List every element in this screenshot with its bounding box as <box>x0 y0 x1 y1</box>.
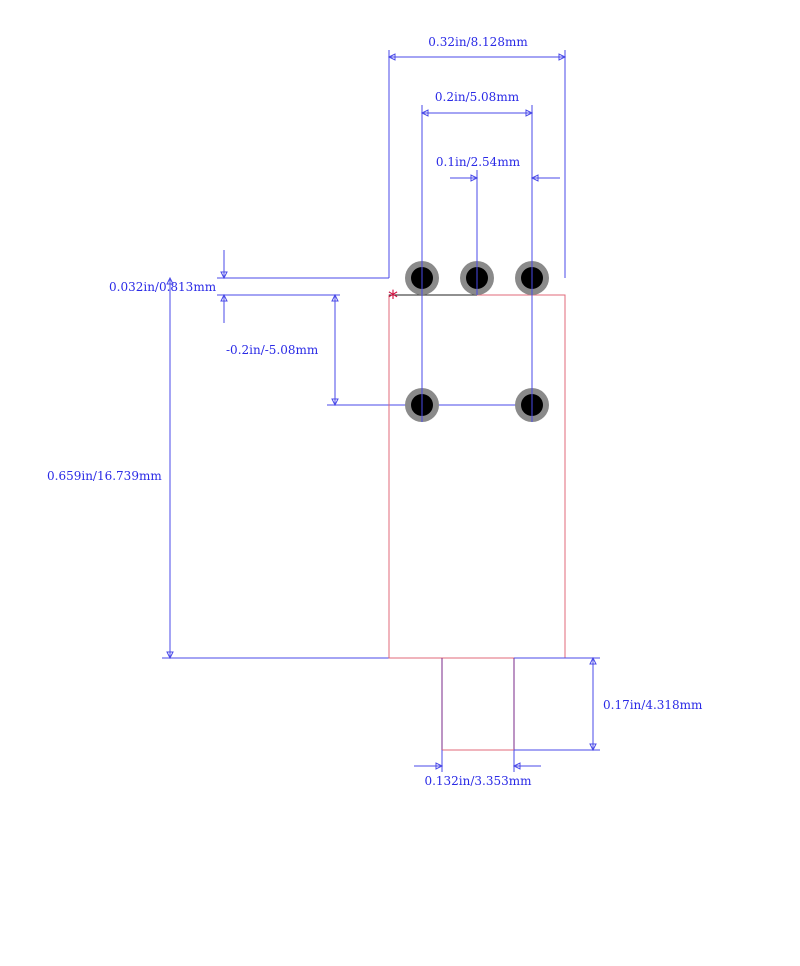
dim-body-offset-label: 0.032in/0.813mm <box>109 280 217 294</box>
dim-overall-pitch: 0.32in/8.128mm <box>387 35 567 278</box>
dim-tab-width: 0.132in/3.353mm <box>414 750 541 788</box>
mounting-tab <box>441 658 515 751</box>
dim-overall-pitch-label: 0.32in/8.128mm <box>428 35 528 49</box>
dim-tab-width-label: 0.132in/3.353mm <box>424 774 532 788</box>
dim-tab-length-label: 0.17in/4.318mm <box>603 698 703 712</box>
dim-body-length: 0.659in/16.739mm <box>47 276 389 660</box>
component-body-outline <box>388 294 566 659</box>
dim-body-offset: 0.032in/0.813mm <box>109 250 389 323</box>
dim-tab-length: 0.17in/4.318mm <box>514 656 703 752</box>
pin1-marker: * <box>388 286 398 310</box>
dim-body-length-label: 0.659in/16.739mm <box>47 469 162 483</box>
dim-pin-pitch: 0.1in/2.54mm <box>436 155 560 278</box>
dim-row-spacing: -0.2in/-5.08mm <box>226 293 532 407</box>
dim-pin-pitch-label: 0.1in/2.54mm <box>436 155 521 169</box>
dim-pin-span-label: 0.2in/5.08mm <box>435 90 520 104</box>
dim-row-spacing-label: -0.2in/-5.08mm <box>226 343 319 357</box>
